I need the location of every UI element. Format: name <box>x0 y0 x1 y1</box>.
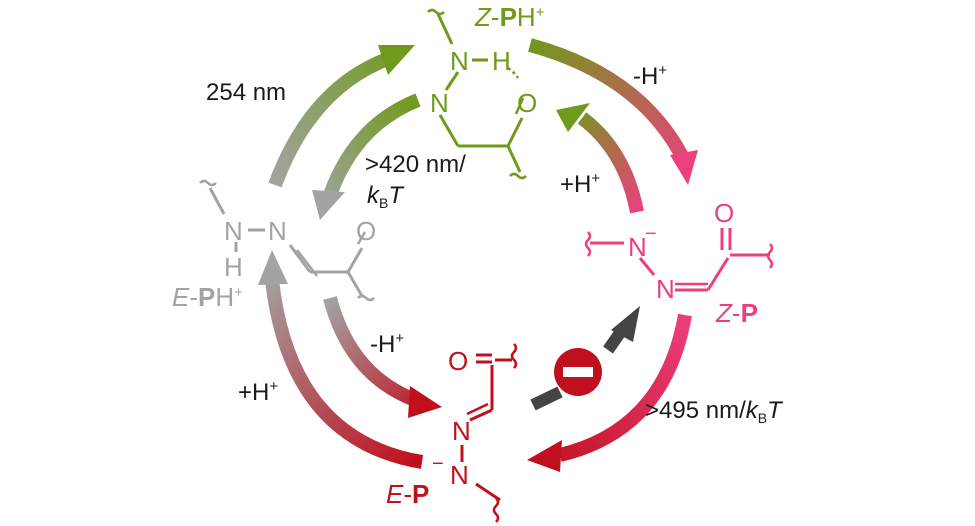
condition-deprotonation: -H+ <box>370 330 404 358</box>
no-entry-icon <box>554 348 602 396</box>
svg-text:>420 nm/: >420 nm/ <box>365 151 466 178</box>
condition-vis-495: >495 nm/kBT <box>645 397 784 426</box>
arrow-zph-to-eph <box>312 93 421 220</box>
molecule-e-ph: N N H O E-PH+ <box>172 179 376 312</box>
atom-h-label: H <box>492 46 511 76</box>
atom-n-label: N <box>268 216 287 246</box>
species-label-z-p: Z-P <box>715 298 758 328</box>
arrow-zph-to-zp <box>528 38 698 185</box>
atom-n-label: N <box>452 416 471 446</box>
molecule-z-ph: N H N O Z-PH+ <box>427 2 545 180</box>
atom-n-label: N <box>224 216 243 246</box>
atom-n-label: N <box>628 232 647 262</box>
atom-o-label: O <box>448 346 468 376</box>
arrow-ep-to-eph <box>258 250 424 469</box>
svg-text:kBT: kBT <box>367 182 405 211</box>
atom-h-label: H <box>224 252 243 282</box>
condition-vis-420: >420 nm/ kBT <box>365 151 466 211</box>
atom-n-label: N <box>450 460 469 490</box>
arrow-ep-to-zp-blocked <box>530 306 640 411</box>
species-label-e-p: E-P <box>386 479 429 509</box>
condition-uv-254: 254 nm <box>206 79 286 106</box>
atom-o-label: O <box>714 198 734 228</box>
condition-protonation: +H+ <box>560 170 600 198</box>
atom-n-label: N <box>656 274 675 304</box>
molecule-z-p: N − N O Z-P <box>584 198 774 328</box>
arrow-eph-to-zph <box>268 45 415 188</box>
minus-charge: − <box>645 223 657 245</box>
arrow-zp-to-zph <box>556 103 644 214</box>
condition-deprotonation: -H+ <box>633 62 667 90</box>
condition-protonation: +H+ <box>238 378 278 406</box>
minus-charge: − <box>432 453 444 475</box>
atom-o-label: O <box>517 88 537 118</box>
species-label-e-ph: E-PH+ <box>172 282 243 312</box>
atom-n-label: N <box>430 88 449 118</box>
atom-n-label: N <box>450 46 469 76</box>
atom-o-label: O <box>356 216 376 246</box>
arrow-eph-to-ep <box>323 296 442 418</box>
molecule-e-p: O N N − E-P <box>386 343 518 523</box>
species-label-z-ph: Z-PH+ <box>474 2 545 32</box>
arrow-zp-to-ep <box>527 313 692 472</box>
